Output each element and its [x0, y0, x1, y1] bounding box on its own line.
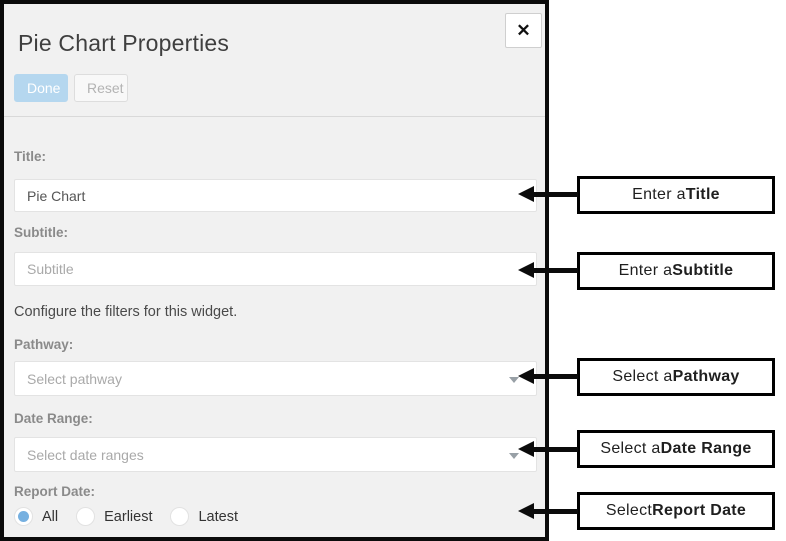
arrow-left-icon [518, 262, 534, 278]
annotation-text: Enter a [632, 186, 686, 203]
arrow-left-icon [518, 441, 534, 457]
radio-icon [170, 507, 190, 526]
arrow-left-icon [518, 503, 534, 519]
title-input[interactable] [14, 179, 537, 212]
arrow-left-icon [518, 368, 534, 384]
arrow-shaft [531, 446, 578, 452]
subtitle-input[interactable] [14, 252, 537, 286]
reset-button[interactable]: Reset [74, 74, 128, 102]
annotation-text: Enter a [618, 262, 673, 279]
radio-option-latest[interactable]: Latest [170, 507, 238, 526]
annotation-emphasis: Pathway [672, 368, 740, 385]
annotation-text: Select a [600, 440, 661, 457]
close-button[interactable]: ✕ [505, 13, 542, 48]
done-button[interactable]: Done [14, 74, 68, 102]
subtitle-label: Subtitle: [14, 225, 68, 240]
date-range-label: Date Range: [14, 411, 93, 426]
dialog-title: Pie Chart Properties [18, 30, 230, 56]
pathway-select[interactable]: Select pathway [14, 361, 537, 396]
annotation-emphasis: Title [685, 186, 720, 203]
arrow-shaft [531, 267, 578, 273]
annotation-arrow [518, 368, 578, 384]
pie-chart-properties-dialog: Pie Chart Properties ✕ Done Reset Title:… [0, 0, 549, 541]
arrow-shaft [531, 191, 578, 197]
annotation-arrow [518, 186, 578, 202]
radio-icon [14, 507, 33, 526]
arrow-shaft [531, 373, 578, 379]
filters-note: Configure the filters for this widget. [14, 304, 238, 320]
arrow-left-icon [518, 186, 534, 202]
pathway-label: Pathway: [14, 337, 74, 352]
radio-icon [76, 507, 96, 526]
caret-down-icon [509, 376, 519, 383]
annotation-emphasis: Report Date [652, 502, 747, 519]
annotation-arrow [518, 441, 578, 457]
date-range-select[interactable]: Select date ranges [14, 437, 537, 472]
date-range-placeholder: Select date ranges [27, 446, 144, 463]
radio-option-all[interactable]: All [14, 507, 58, 526]
caret-down-icon [509, 452, 519, 459]
radio-option-earliest[interactable]: Earliest [76, 507, 152, 526]
annotation-text: Select a [612, 368, 673, 385]
annotation-pathway: Select a Pathway [577, 358, 775, 396]
annotation-emphasis: Subtitle [672, 262, 734, 279]
title-label: Title: [14, 149, 47, 164]
annotation-report-date: Select Report Date [577, 492, 775, 530]
annotation-arrow [518, 262, 578, 278]
arrow-shaft [531, 508, 578, 514]
annotation-emphasis: Date Range [660, 440, 752, 457]
pathway-placeholder: Select pathway [27, 370, 122, 387]
close-icon: ✕ [516, 21, 531, 40]
header-divider [4, 116, 545, 117]
annotation-date-range: Select a Date Range [577, 430, 775, 468]
annotation-arrow [518, 503, 578, 519]
report-date-radio-group: All Earliest Latest [14, 507, 238, 526]
annotation-title: Enter a Title [577, 176, 775, 214]
report-date-label: Report Date: [14, 484, 96, 499]
annotation-subtitle: Enter a Subtitle [577, 252, 775, 290]
annotation-text: Select [605, 502, 653, 519]
